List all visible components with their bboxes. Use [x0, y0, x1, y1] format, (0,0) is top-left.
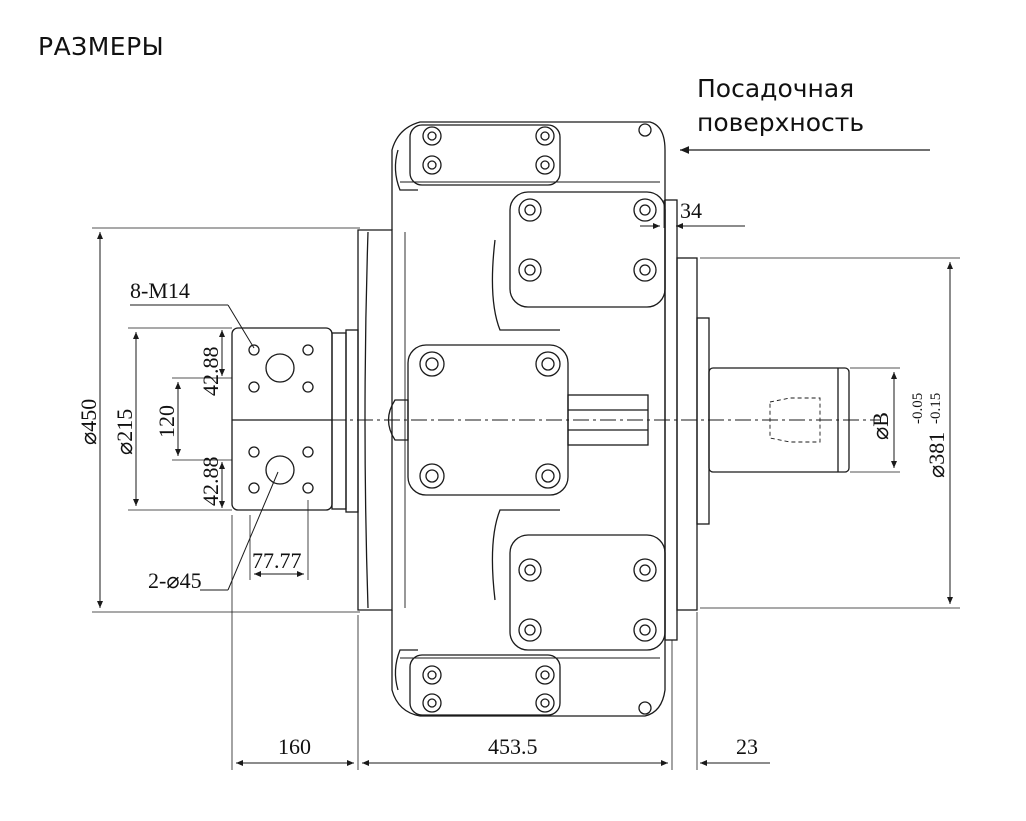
page-title: РАЗМЕРЫ	[38, 32, 165, 61]
output-shaft	[708, 367, 850, 473]
dimension-lines	[97, 223, 953, 766]
holes-label: 2-⌀45	[148, 568, 202, 593]
lower-cylinder	[491, 509, 666, 651]
dim-77-77: 77.77	[252, 548, 302, 573]
upper-cylinder	[491, 191, 666, 331]
bolts-label: 8-M14	[130, 278, 190, 303]
dim-120: 120	[154, 405, 179, 438]
dim-42-88-top: 42.88	[198, 347, 223, 397]
dim-450: ⌀450	[76, 399, 101, 445]
seat-surface-note: Посадочная поверхность	[697, 72, 864, 140]
seat-note-line-2: поверхность	[697, 108, 865, 137]
dim-34: 34	[680, 198, 702, 223]
dim-23: 23	[736, 734, 758, 759]
dim-215: ⌀215	[112, 409, 137, 455]
dim-160: 160	[278, 734, 311, 759]
tol-upper: -0.05	[910, 393, 926, 424]
dim-shaft-b: ⌀B	[868, 412, 893, 440]
extension-lines	[92, 200, 960, 770]
housing	[357, 121, 666, 717]
seat-note-line-1: Посадочная	[697, 74, 855, 103]
dim-42-88-bottom: 42.88	[198, 457, 223, 507]
center-cylinder	[387, 344, 649, 496]
dim-381: ⌀381	[924, 432, 949, 478]
tol-lower: -0.15	[928, 393, 944, 424]
top-cylinder	[394, 123, 652, 191]
bottom-cylinder	[394, 649, 652, 716]
dim-453-5: 453.5	[488, 734, 538, 759]
